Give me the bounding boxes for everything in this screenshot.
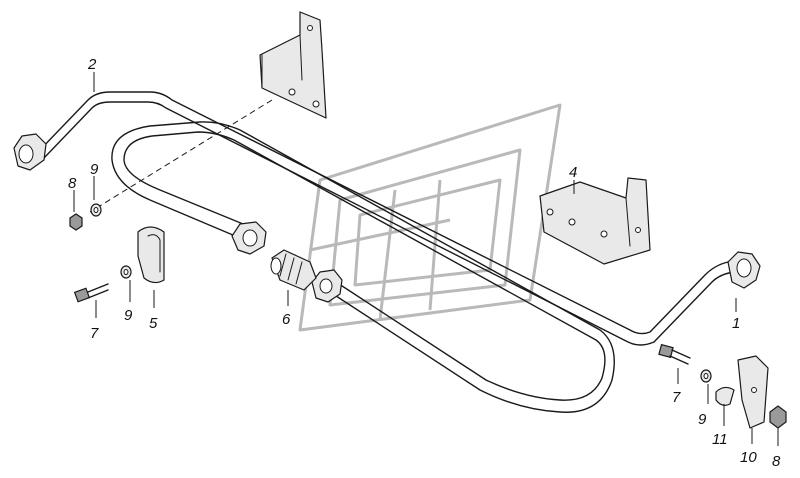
callout-2: 2 — [87, 56, 97, 73]
callout-8-left: 8 — [68, 175, 77, 192]
tube-loop — [111, 121, 615, 413]
washer-left-upper — [90, 203, 102, 217]
bracket-right — [539, 177, 651, 265]
loop-nut-upper — [231, 221, 267, 255]
loop-nut-lower — [311, 269, 343, 303]
callout-5: 5 — [149, 315, 158, 332]
washer-left-lower — [120, 265, 132, 279]
callout-11: 11 — [712, 431, 728, 448]
nut-left — [69, 213, 83, 231]
callout-9-lower: 9 — [124, 307, 133, 324]
callout-4: 4 — [569, 164, 577, 181]
callout-9-right: 9 — [698, 411, 707, 428]
bracket-small — [737, 355, 769, 429]
bolt-right — [658, 343, 691, 365]
callout-8-right: 8 — [772, 453, 781, 470]
clip-right-small — [715, 386, 735, 406]
leader-lines — [73, 72, 779, 446]
washer-right — [700, 369, 712, 383]
bracket-top — [259, 11, 327, 119]
tube-nut-right — [727, 251, 761, 289]
clip-left — [137, 226, 165, 284]
connector-fitting — [270, 249, 317, 291]
nut-right — [769, 405, 787, 429]
tube-nut-left — [13, 133, 47, 171]
callout-9-upper: 9 — [90, 161, 99, 178]
callout-7-left: 7 — [90, 325, 99, 342]
bolt-left — [73, 283, 109, 303]
logo-watermark-icon — [298, 103, 562, 332]
callout-10: 10 — [740, 449, 757, 466]
callout-7-right: 7 — [672, 389, 681, 406]
bracket-top-dashed-line — [89, 99, 273, 213]
tube-main — [37, 91, 735, 346]
callout-1: 1 — [732, 315, 740, 332]
callout-6: 6 — [282, 311, 291, 328]
